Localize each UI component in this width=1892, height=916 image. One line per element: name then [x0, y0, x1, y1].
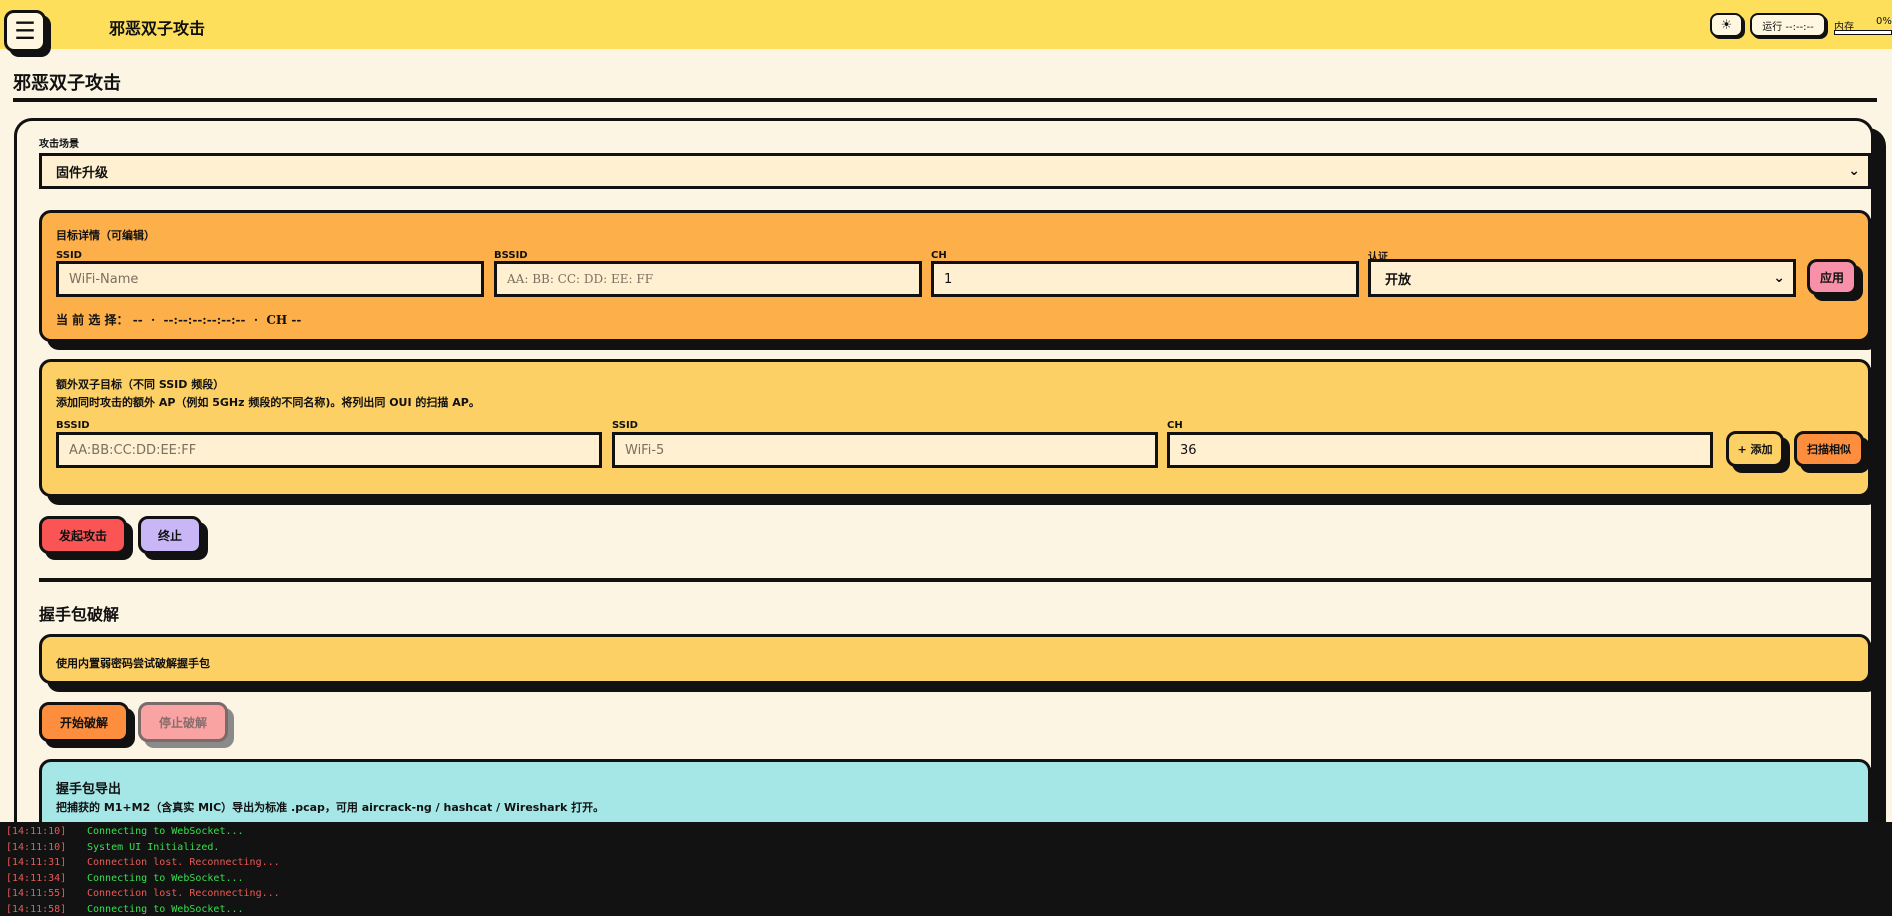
attack-card: 攻击场景 固件升级 ⌄ 目标详情（可编辑） SSID WiFi-Name BSS…	[14, 118, 1874, 858]
log-row: [14:11:58] Connecting to WebSocket...	[0, 902, 1892, 916]
target-details-panel: 目标详情（可编辑） SSID WiFi-Name BSSID AA: BB: C…	[39, 210, 1871, 342]
extra-ssid-input[interactable]: WiFi-5	[612, 432, 1158, 468]
menu-icon[interactable]: ☰	[4, 10, 46, 52]
scan-similar-button[interactable]: 扫描相似	[1794, 431, 1864, 467]
extra-channel-input[interactable]: 36	[1167, 432, 1713, 468]
log-message: Connecting to WebSocket...	[87, 826, 244, 838]
page-title: 邪恶双子攻击	[13, 73, 121, 94]
log-row: [14:11:10] Connecting to WebSocket...	[0, 824, 1892, 840]
ssid-input[interactable]: WiFi-Name	[56, 261, 484, 297]
scenario-select[interactable]: 固件升级 ⌄	[39, 153, 1871, 189]
memory-label: 内存	[1834, 22, 1854, 33]
log-row: [14:11:55] Connection lost. Reconnecting.…	[0, 886, 1892, 902]
log-time: [14:11:55]	[6, 888, 67, 900]
extra-targets-title: 额外双子目标（不同 SSID 频段）	[56, 378, 225, 391]
memory-bar	[1834, 30, 1892, 35]
crack-description: 使用内置弱密码尝试破解握手包	[56, 657, 210, 670]
stop-crack-button: 停止破解	[138, 702, 228, 742]
log-message: Connection lost. Reconnecting...	[87, 888, 280, 900]
crack-info-panel: 使用内置弱密码尝试破解握手包	[39, 634, 1871, 684]
ssid-label: SSID	[56, 250, 82, 261]
target-details-title: 目标详情（可编辑）	[56, 229, 155, 242]
log-row: [14:11:34] Connecting to WebSocket...	[0, 871, 1892, 887]
section-divider	[39, 578, 1871, 582]
theme-toggle-button[interactable]: ☀	[1710, 13, 1743, 37]
apply-button[interactable]: 应用	[1807, 259, 1857, 295]
launch-attack-button[interactable]: 发起攻击	[39, 516, 127, 554]
add-target-button[interactable]: + 添加	[1726, 431, 1784, 467]
log-row: [14:11:10] System UI Initialized.	[0, 840, 1892, 856]
log-time: [14:11:31]	[6, 857, 67, 869]
sun-icon: ☀	[1720, 17, 1733, 33]
channel-input[interactable]: 1	[931, 261, 1359, 297]
log-message: Connecting to WebSocket...	[87, 903, 244, 915]
log-time: [14:11:10]	[6, 841, 67, 853]
auth-selected: 开放	[1385, 272, 1412, 288]
export-title: 握手包导出	[56, 782, 122, 797]
uptime-badge: 运行 --:--:--	[1750, 13, 1826, 37]
log-time: [14:11:10]	[6, 826, 67, 838]
log-row: [14:11:31] Connection lost. Reconnecting.…	[0, 855, 1892, 871]
auth-select[interactable]: 开放 ⌄	[1368, 259, 1796, 297]
stop-attack-button[interactable]: 终止	[138, 516, 202, 554]
chevron-down-icon: ⌄	[1773, 270, 1785, 286]
start-crack-button[interactable]: 开始破解	[39, 702, 129, 742]
auth-label: 认证	[1368, 252, 1388, 263]
console-log: [14:11:10]Connecting to WebSocket...[14:…	[0, 822, 1892, 916]
extra-ssid-label: SSID	[612, 420, 638, 431]
log-time: [14:11:34]	[6, 872, 67, 884]
log-message: Connecting to WebSocket...	[87, 872, 244, 884]
export-description: 把捕获的 M1+M2（含真实 MIC）导出为标准 .pcap，可用 aircra…	[56, 801, 605, 814]
extra-targets-description: 添加同时攻击的额外 AP（例如 5GHz 频段的不同名称)。将列出同 OUI 的…	[56, 396, 480, 409]
bssid-label: BSSID	[494, 250, 528, 261]
extra-bssid-input[interactable]: AA:BB:CC:DD:EE:FF	[56, 432, 602, 468]
title-divider	[13, 98, 1877, 102]
scenario-selected: 固件升级	[56, 165, 109, 181]
current-selection: 当 前 选 择： -- · --:--:--:--:--:-- · CH --	[56, 313, 302, 327]
channel-label: CH	[931, 250, 947, 261]
scenario-label: 攻击场景	[39, 139, 79, 150]
log-time: [14:11:58]	[6, 903, 67, 915]
extra-bssid-label: BSSID	[56, 420, 90, 431]
memory-percent: 0%	[1876, 16, 1892, 27]
extra-targets-panel: 额外双子目标（不同 SSID 频段） 添加同时攻击的额外 AP（例如 5GHz …	[39, 359, 1871, 497]
log-message: Connection lost. Reconnecting...	[87, 857, 280, 869]
chevron-down-icon: ⌄	[1848, 163, 1860, 179]
top-bar: ☰ 邪恶双子攻击 ☀ 运行 --:--:-- 内存 0%	[0, 0, 1892, 52]
crack-heading: 握手包破解	[39, 605, 120, 624]
log-message: System UI Initialized.	[87, 841, 220, 853]
extra-channel-label: CH	[1167, 420, 1183, 431]
bssid-input[interactable]: AA: BB: CC: DD: EE: FF	[494, 261, 922, 297]
app-title: 邪恶双子攻击	[109, 19, 206, 38]
